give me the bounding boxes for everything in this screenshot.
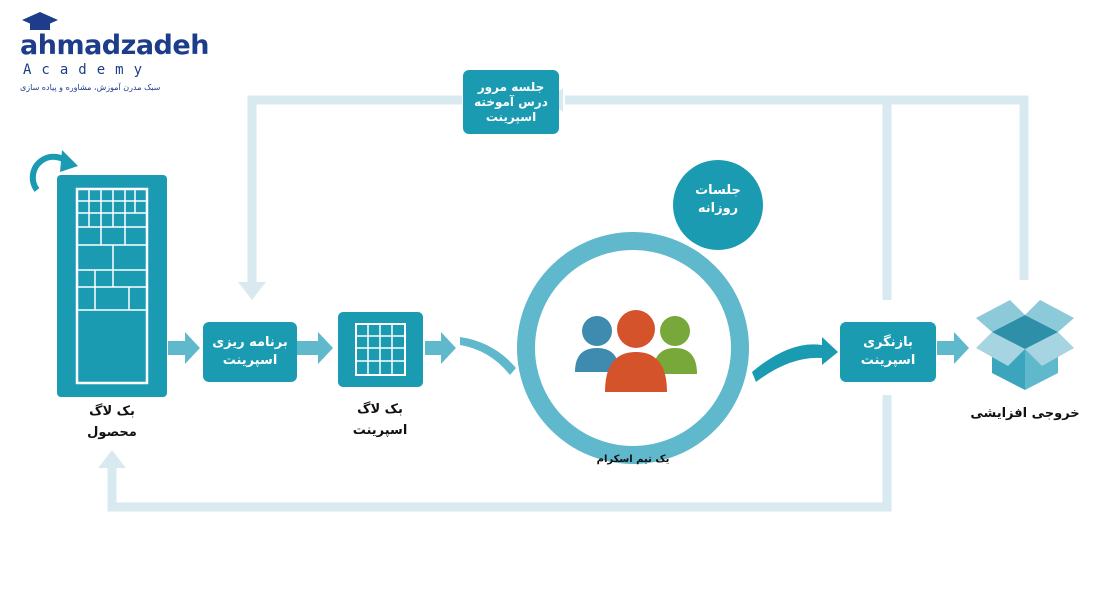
product-backlog-grid-icon	[75, 187, 149, 385]
product-backlog-block	[57, 175, 167, 397]
increment-loop-line	[890, 95, 1029, 280]
daily-meetings-label: جلسات روزانه	[695, 183, 741, 216]
retrospective-loop-line	[565, 95, 892, 300]
retrospective-return-line	[247, 95, 462, 285]
sprint-review-box: بازنگری اسپرینت	[840, 322, 936, 382]
arrow-into-team-curve	[460, 337, 516, 375]
product-backlog-arrowhead	[98, 450, 126, 468]
sprint-backlog-grid-icon	[355, 323, 406, 376]
logo-brand: ahmadzadeh	[20, 30, 209, 61]
refresh-cycle-icon	[29, 150, 78, 192]
sprint-backlog-label: بک لاگ اسپرینت	[352, 402, 408, 438]
retrospective-box: جلسه مرور درس آموخته اسپرینت	[463, 70, 559, 134]
increment-label: خروجی افزایشی	[970, 406, 1080, 421]
arrow-sprint-backlog-to-team	[425, 332, 456, 364]
bottom-loop-line	[107, 395, 892, 512]
sprint-planning-box: برنامه ریزی اسپرینت	[203, 322, 297, 382]
logo-academy: Academy	[23, 62, 153, 78]
arrow-backlog-to-planning	[168, 332, 200, 364]
logo-tagline: سبک مدرن آموزش، مشاوره و پیاده سازی	[20, 83, 161, 92]
graduation-cap-icon	[22, 12, 58, 30]
scrum-team-label: یک تیم اسکرام	[596, 454, 670, 465]
sprint-backlog-block	[338, 312, 423, 387]
daily-meetings-circle	[673, 160, 763, 250]
planning-arrowhead	[238, 282, 266, 300]
open-box-icon	[976, 300, 1074, 390]
team-people-icon	[575, 310, 697, 392]
product-backlog-label: بک لاگ محصول	[87, 404, 137, 440]
arrow-planning-to-sprint-backlog	[297, 332, 333, 364]
scrum-team-center	[535, 250, 731, 446]
arrow-team-to-review	[752, 337, 838, 382]
academy-logo: ahmadzadeh Academy سبک مدرن آموزش، مشاور…	[20, 10, 209, 95]
arrow-review-to-increment	[937, 332, 969, 364]
